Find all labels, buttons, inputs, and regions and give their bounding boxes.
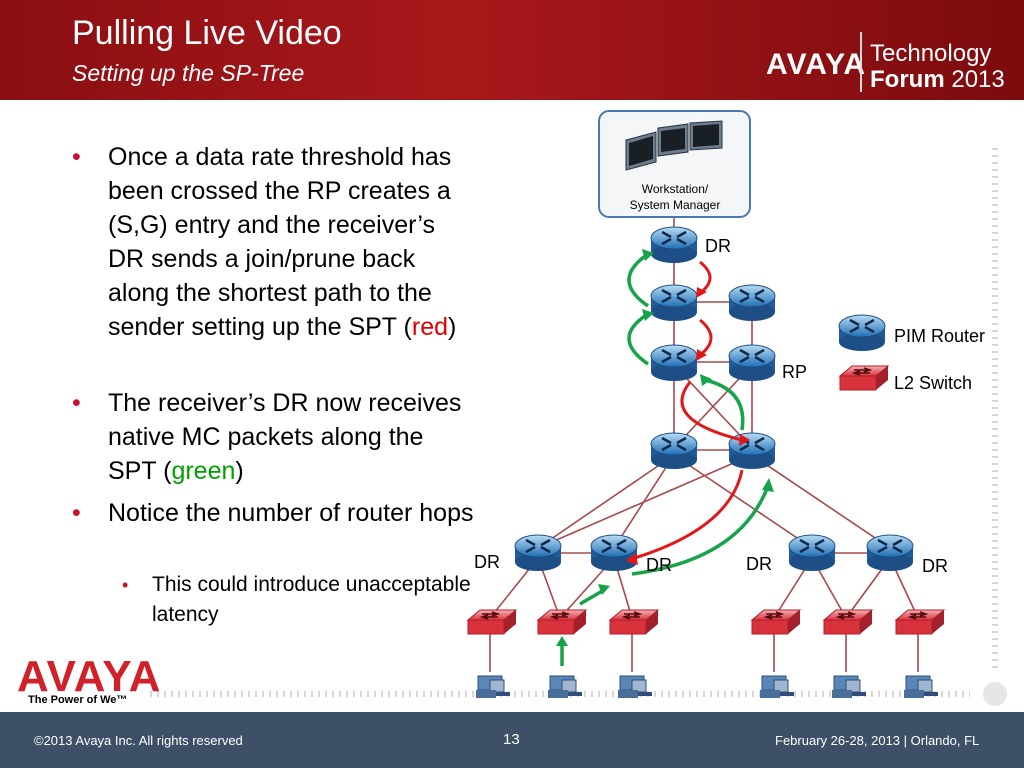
logo-tagline: The Power of We™ — [28, 694, 128, 706]
sub-bullet-1-text: This could introduce unacceptable latenc… — [152, 573, 471, 626]
footer-page-number: 13 — [503, 731, 520, 748]
router-top-dr — [649, 225, 699, 265]
label-dr-3: DR — [746, 554, 772, 574]
label-dr-4: DR — [922, 556, 948, 576]
bullet-2-close: ) — [235, 457, 244, 485]
decor-dot — [983, 682, 1007, 706]
event-forum: Forum — [870, 66, 945, 93]
router-core-right-1 — [727, 283, 777, 323]
footer-copyright: ©2013 Avaya Inc. All rights reserved — [34, 733, 243, 748]
sub-bullet-marker: • — [122, 575, 129, 595]
pc-3-icon — [617, 675, 653, 699]
header-brand-logo: AVAYA — [766, 48, 867, 81]
switch-1 — [467, 609, 517, 635]
switch-4 — [751, 609, 801, 635]
label-rp: RP — [782, 362, 807, 382]
bullet-1-close: ) — [448, 313, 457, 341]
slide-title: Pulling Live Video — [72, 14, 342, 52]
bullet-1-body: Once a data rate threshold has been cros… — [108, 143, 452, 341]
router-edge-4 — [865, 533, 915, 573]
legend-router-icon — [837, 313, 887, 353]
workstation-label-1: Workstation/ — [642, 182, 709, 196]
bullet-2-green-word: green — [171, 457, 236, 485]
footer-event-info: February 26-28, 2013 | Orlando, FL — [775, 733, 980, 748]
pc-1-icon — [475, 675, 511, 699]
router-rp — [727, 343, 777, 383]
spt-data-arrows-green — [560, 252, 770, 666]
pc-2-icon — [547, 675, 583, 699]
bullet-marker: • — [72, 143, 81, 171]
slide-subtitle: Setting up the SP-Tree — [72, 60, 305, 86]
switch-2 — [537, 609, 587, 635]
switch-6 — [895, 609, 945, 635]
workstation-label-2: System Manager — [630, 198, 721, 212]
bullet-1-red-word: red — [411, 313, 449, 341]
bullet-marker: • — [72, 389, 81, 417]
spt-data-arrowheads-green — [556, 249, 774, 646]
switch-3 — [609, 609, 659, 635]
spt-join-arrowheads-red — [626, 287, 750, 565]
pc-6-icon — [903, 675, 939, 699]
legend-switch-icon — [839, 365, 889, 391]
event-name-line2: Forum 2013 — [870, 66, 1005, 94]
label-dr-top: DR — [705, 236, 731, 256]
router-edge-3 — [787, 533, 837, 573]
router-core-left-2 — [649, 343, 699, 383]
bullet-2-body: The receiver’s DR now receives native MC… — [108, 389, 462, 485]
event-name-line1: Technology — [870, 40, 992, 67]
bullet-marker: • — [72, 499, 81, 527]
router-dist-left — [649, 431, 699, 471]
network-links — [489, 215, 919, 672]
router-edge-1 — [513, 533, 563, 573]
bullet-1-text: Once a data rate threshold has been cros… — [108, 140, 478, 344]
switch-5 — [823, 609, 873, 635]
pc-4-icon — [759, 675, 795, 699]
workstation-monitors-icon — [625, 120, 723, 171]
legend-router-label: PIM Router — [894, 326, 985, 346]
footer-bar — [0, 712, 1024, 768]
header-banner: Pulling Live Video Setting up the SP-Tre… — [0, 0, 1024, 100]
bullet-3-text: Notice the number of router hops — [108, 499, 474, 527]
pc-5-icon — [831, 675, 867, 699]
legend-switch-label: L2 Switch — [894, 373, 972, 393]
router-edge-2 — [589, 533, 639, 573]
router-core-left-1 — [649, 283, 699, 323]
label-dr-2: DR — [646, 555, 672, 575]
event-year: 2013 — [944, 66, 1005, 93]
bullet-2-text: The receiver’s DR now receives native MC… — [108, 386, 478, 488]
header-divider — [860, 32, 862, 92]
footer-avaya-logo: AVAYA — [17, 652, 162, 701]
label-dr-1: DR — [474, 552, 500, 572]
